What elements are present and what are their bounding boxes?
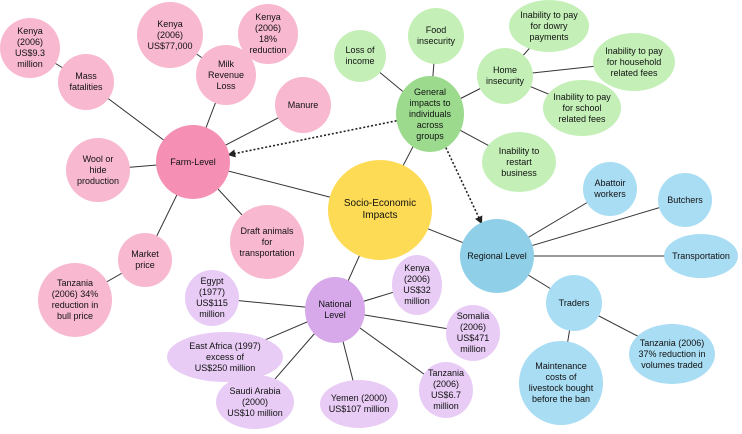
node-kenya-2006-18-percent: Kenya (2006) 18% reduction — [238, 4, 298, 64]
node-household-fees: Inability to pay for household related f… — [593, 33, 675, 91]
node-transportation: Transportation — [664, 234, 738, 278]
node-draft-animals: Draft animals for transportation — [230, 205, 304, 279]
node-food-insecurity: Food insecurity — [408, 8, 464, 64]
node-somalia-2006: Somalia (2006) US$471 million — [446, 305, 500, 361]
node-socio-economic-impacts: Socio-Economic Impacts — [328, 160, 432, 260]
node-mass-fatalities: Mass fatalities — [58, 54, 114, 110]
node-kenya-2006-77000: Kenya (2006) US$77,000 — [137, 2, 203, 68]
node-tanzania-2006-37-percent: Tanzania (2006) 37% reduction in volumes… — [629, 324, 715, 384]
node-school-fees: Inability to pay for school related fees — [543, 80, 621, 136]
node-wool-hide-production: Wool or hide production — [66, 138, 130, 202]
node-restart-business: Inability to restart business — [482, 132, 556, 192]
node-general-impacts: General impacts to individuals across gr… — [396, 76, 464, 152]
dotted-arrow-general_impacts-to-farm_level — [227, 119, 397, 158]
node-butchers: Butchers — [658, 173, 712, 227]
node-home-insecurity: Home insecurity — [477, 48, 533, 104]
node-yemen-2000: Yemen (2000) US$107 million — [320, 380, 398, 428]
node-abattoir-workers: Abattoir workers — [583, 162, 637, 216]
node-kenya-2006-32-million: Kenya (2006) US$32 million — [392, 255, 442, 315]
node-dowry-payments: Inability to pay for dowry payments — [509, 0, 589, 52]
node-tanzania-2006-6-7-million: Tanzania (2006) US$6.7 million — [419, 362, 473, 418]
node-tanzania-2006-34-percent: Tanzania (2006) 34% reduction in bull pr… — [38, 263, 112, 337]
node-national-level: National Level — [305, 277, 365, 343]
node-maintenance-costs: Maintenance costs of livestock bought be… — [519, 341, 603, 425]
node-loss-of-income: Loss of income — [334, 30, 386, 82]
node-manure: Manure — [275, 77, 331, 133]
node-traders: Traders — [546, 275, 602, 331]
node-market-price: Market price — [118, 233, 172, 287]
dotted-arrow-general_impacts-to-regional_level — [445, 147, 483, 225]
node-regional-level: Regional Level — [460, 219, 534, 293]
node-egypt-1977: Egypt (1977) US$115 million — [185, 270, 239, 326]
node-east-africa-1997: East Africa (1997) excess of US$250 mill… — [167, 332, 283, 382]
node-saudi-arabia-2000: Saudi Arabia (2000) US$10 million — [216, 375, 294, 429]
node-farm-level: Farm-Level — [156, 125, 230, 199]
node-kenya-2006-9-3-million: Kenya (2006) US$9.3 million — [0, 18, 60, 78]
